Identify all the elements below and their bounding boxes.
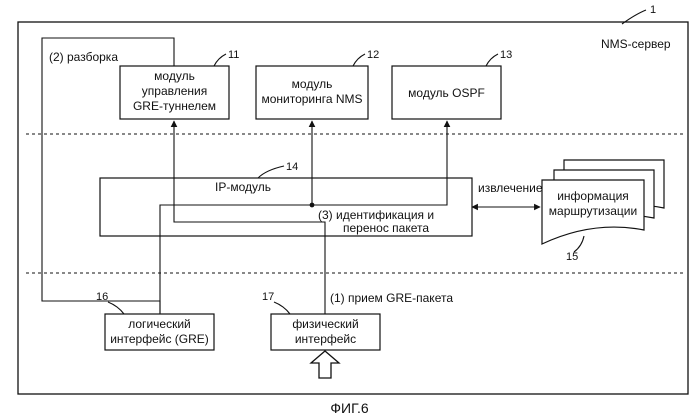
extract-label: извлечение xyxy=(478,181,543,195)
physical-interface-ref: 17 xyxy=(262,291,274,303)
figure-caption: ФИГ.6 xyxy=(330,400,368,416)
junction-dot xyxy=(310,203,315,208)
gre-tunnel-module-ref: 11 xyxy=(228,49,239,61)
routing-info-leader xyxy=(574,236,584,252)
physical-interface-line1: физический xyxy=(292,317,358,331)
ip-module-ref: 14 xyxy=(286,161,298,173)
ospf-module-ref: 13 xyxy=(500,49,512,61)
step2-label: (2) разборка xyxy=(49,50,118,64)
physical-interface-leader xyxy=(274,302,290,314)
routing-info-ref: 15 xyxy=(566,251,578,263)
ip-module-leader xyxy=(258,166,284,178)
step3-label-line1: (3) идентификация и xyxy=(318,208,434,222)
ospf-module-leader xyxy=(486,54,498,66)
routing-info-line2: маршрутизации xyxy=(549,204,637,218)
logical-interface-line2: интерфейс (GRE) xyxy=(110,332,209,346)
ip-module-label: IP-модуль xyxy=(215,180,271,194)
ospf-module-line1: модуль OSPF xyxy=(408,86,485,100)
gre-tunnel-module-leader xyxy=(214,54,226,66)
gre-tunnel-module-line3: GRE-туннелем xyxy=(133,99,216,113)
nms-server-label: NMS-сервер xyxy=(601,37,671,51)
nms-monitoring-module-leader xyxy=(353,54,365,66)
step1-label: (1) прием GRE-пакета xyxy=(330,291,453,305)
gre-tunnel-module-line2: управления xyxy=(142,84,207,98)
nms-server-ref: 1 xyxy=(650,4,656,16)
nms-monitoring-module-ref: 12 xyxy=(367,49,379,61)
logical-interface-line1: логический xyxy=(128,317,190,331)
logical-interface-ref: 16 xyxy=(96,291,108,303)
physical-interface-line2: интерфейс xyxy=(295,332,356,346)
nms-monitoring-module-line2: мониторинга NMS xyxy=(261,92,362,106)
gre-tunnel-module-line1: модуль xyxy=(154,69,195,83)
step3-label-line2: перенос пакета xyxy=(343,221,429,235)
incoming-packet-arrow xyxy=(311,351,339,378)
nms-monitoring-module-line1: модуль xyxy=(292,77,333,91)
routing-info-line1: информация xyxy=(557,189,629,203)
logical-interface-leader xyxy=(108,302,124,314)
